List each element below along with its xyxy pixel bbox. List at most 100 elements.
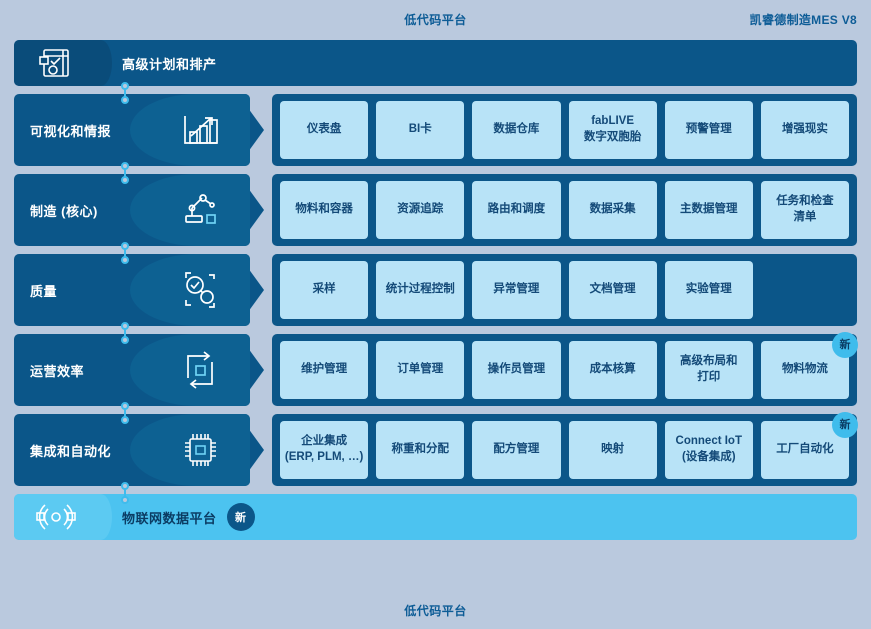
- tile-label: 数据采集: [589, 203, 636, 216]
- category-label-panel-visualization[interactable]: 可视化和情报: [14, 94, 250, 166]
- panel-sheen: [130, 334, 250, 406]
- flow-arrow-icon: [248, 334, 272, 406]
- tile-alert-management[interactable]: 预警管理: [664, 101, 753, 159]
- tile-cost-accounting[interactable]: 成本核算: [568, 341, 657, 399]
- tile-label: 配方管理: [493, 443, 540, 456]
- category-label-panel-manufacturing[interactable]: 制造 (核心): [14, 174, 250, 246]
- tile-data-warehouse[interactable]: 数据仓库: [472, 101, 561, 159]
- tile-operator-management[interactable]: 操作员管理: [472, 341, 561, 399]
- category-label: 可视化和情报: [30, 123, 112, 139]
- tile-maintenance-management[interactable]: 维护管理: [280, 341, 369, 399]
- category-visualization[interactable]: 可视化和情报 仪表盘 BI卡 数据仓库: [14, 94, 857, 166]
- category-label-panel-operational-efficiency[interactable]: 运营效率: [14, 334, 250, 406]
- tile-group-quality: 采样 统计过程控制 异常管理 文档管理 实验管理: [272, 254, 857, 326]
- tile-material-logistics[interactable]: 物料物流 新: [760, 332, 859, 399]
- new-badge: 新: [226, 503, 255, 531]
- row-integration-automation[interactable]: 集成和自动化: [14, 412, 859, 504]
- tile-advanced-layout-printing[interactable]: 高级布局和打印: [664, 341, 753, 399]
- tile-sampling[interactable]: 采样: [280, 261, 369, 319]
- tile-master-data-management[interactable]: 主数据管理: [664, 181, 753, 239]
- category-label: 集成和自动化: [30, 443, 112, 459]
- row-quality[interactable]: 质量 采样: [14, 254, 857, 344]
- tile-materials-containers[interactable]: 物料和容器: [280, 181, 369, 239]
- category-operational-efficiency[interactable]: 运营效率 维护管理 订单管理: [14, 332, 859, 406]
- tile-mapping[interactable]: 映射: [568, 421, 657, 479]
- footer-center-title: 低代码平台: [404, 604, 467, 618]
- tile-label: 企业集成(ERP, PLM, …): [284, 435, 364, 463]
- chip-icon: [178, 430, 222, 470]
- tile-bi-card[interactable]: BI卡: [376, 101, 465, 159]
- tile-label: 文档管理: [589, 283, 636, 296]
- tile-order-management[interactable]: 订单管理: [376, 341, 465, 399]
- iot-sensor-icon: [14, 494, 112, 540]
- tile-placeholder: [761, 261, 849, 319]
- bar-chart-growth-icon: [178, 110, 222, 150]
- category-label-panel-quality[interactable]: 质量: [14, 254, 250, 326]
- row-manufacturing[interactable]: 制造 (核心) 物料和: [14, 174, 857, 264]
- tile-label: 主数据管理: [680, 203, 738, 216]
- tile-tasks-checklists[interactable]: 任务和检查清单: [760, 181, 850, 239]
- iot-data-platform-bar[interactable]: 物联网数据平台 新: [14, 494, 857, 540]
- tile-label: 异常管理: [493, 283, 540, 296]
- header-center-title: 低代码平台: [404, 13, 467, 27]
- tile-exception-management[interactable]: 异常管理: [472, 261, 561, 319]
- tile-label: 维护管理: [301, 363, 348, 376]
- tile-enterprise-integration[interactable]: 企业集成(ERP, PLM, …): [280, 421, 369, 479]
- tile-spc[interactable]: 统计过程控制: [376, 261, 465, 319]
- new-badge: 新: [832, 412, 859, 438]
- tile-label: 称重和分配: [391, 443, 450, 456]
- page-header: 低代码平台 凯睿德制造MES V8: [0, 0, 871, 40]
- row-iot-platform[interactable]: 物联网数据平台 新: [14, 494, 857, 540]
- connector-line: [121, 482, 129, 504]
- tile-label: 物料和容器: [295, 203, 353, 216]
- row-operational-efficiency[interactable]: 运营效率 维护管理 订单管理: [14, 332, 859, 424]
- connector-line: [121, 162, 129, 184]
- refresh-cycle-icon: [178, 350, 222, 390]
- tile-augmented-reality[interactable]: 增强现实: [760, 101, 850, 159]
- header-product-title: 凯睿德制造MES V8: [749, 13, 857, 27]
- tile-factory-automation[interactable]: 工厂自动化 新: [760, 412, 859, 479]
- tile-label: 预警管理: [685, 123, 732, 136]
- tile-label: 增强现实: [781, 123, 828, 136]
- category-quality[interactable]: 质量 采样: [14, 254, 857, 326]
- tile-connect-iot[interactable]: Connect IoT(设备集成): [664, 421, 753, 479]
- tile-label: 工厂自动化: [776, 443, 834, 456]
- tile-recipe-management[interactable]: 配方管理: [472, 421, 561, 479]
- tile-resource-tracking[interactable]: 资源追踪: [376, 181, 465, 239]
- iot-platform-label: 物联网数据平台: [122, 510, 217, 526]
- category-label: 质量: [30, 283, 58, 299]
- tile-lab-management[interactable]: 实验管理: [664, 261, 753, 319]
- planning-board-icon: [14, 40, 112, 86]
- magnifier-check-icon: [178, 270, 222, 310]
- robot-arm-icon: [178, 190, 222, 230]
- tile-data-collection[interactable]: 数据采集: [568, 181, 657, 239]
- row-advanced-planning[interactable]: 高级计划和排产: [14, 40, 857, 104]
- tile-document-management[interactable]: 文档管理: [568, 261, 657, 319]
- tile-label: 高级布局和打印: [680, 355, 738, 383]
- category-label: 制造 (核心): [30, 203, 98, 219]
- flow-arrow-icon: [248, 254, 272, 326]
- tile-label: 实验管理: [685, 283, 732, 296]
- tile-label: 路由和调度: [487, 203, 546, 216]
- category-integration-automation[interactable]: 集成和自动化: [14, 412, 859, 486]
- category-label-panel-integration-automation[interactable]: 集成和自动化: [14, 414, 250, 486]
- advanced-planning-bar[interactable]: 高级计划和排产: [14, 40, 857, 86]
- tile-routing-scheduling[interactable]: 路由和调度: [472, 181, 561, 239]
- tile-dashboard[interactable]: 仪表盘: [280, 101, 369, 159]
- row-visualization[interactable]: 可视化和情报 仪表盘 BI卡 数据仓库: [14, 94, 857, 184]
- tile-label: 统计过程控制: [385, 283, 455, 296]
- category-manufacturing[interactable]: 制造 (核心) 物料和: [14, 174, 857, 246]
- tile-label: 仪表盘: [306, 123, 342, 136]
- tile-weighing-dispensing[interactable]: 称重和分配: [376, 421, 465, 479]
- tile-label: 任务和检查清单: [776, 195, 834, 223]
- panel-sheen: [130, 94, 250, 166]
- tile-label: 成本核算: [589, 363, 636, 376]
- advanced-planning-label: 高级计划和排产: [122, 56, 217, 72]
- tile-label: 映射: [601, 443, 625, 456]
- flow-arrow-icon: [248, 174, 272, 246]
- new-badge: 新: [832, 332, 859, 358]
- tile-group-operational-efficiency: 维护管理 订单管理 操作员管理 成本核算 高级布局和打印 物料物流 新: [272, 332, 859, 406]
